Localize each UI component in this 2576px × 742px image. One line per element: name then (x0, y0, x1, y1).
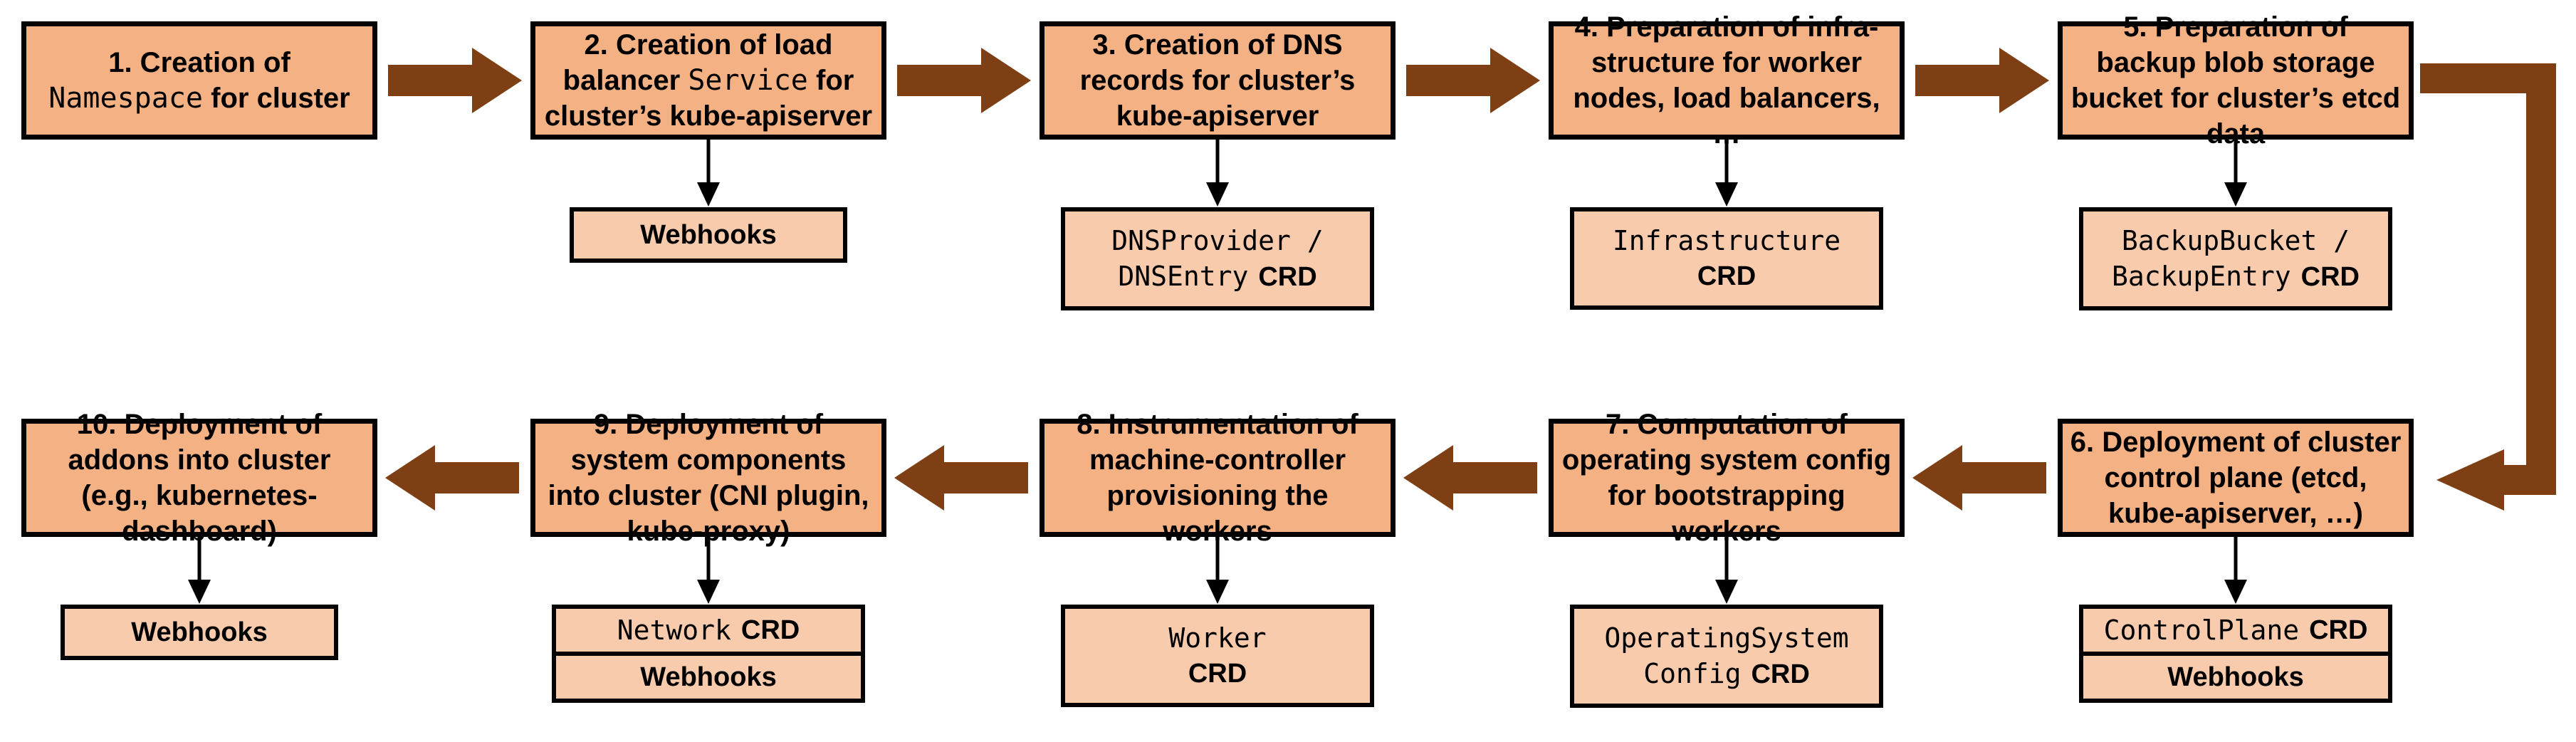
crd-label: CRD (2300, 262, 2360, 293)
step-6-column: 6. Deployment of cluster control plane (… (2058, 419, 2414, 703)
crd-label: CRD (2309, 615, 2368, 645)
down-arrow-icon (1715, 537, 1738, 604)
step-5-label: 5. Preparation of backup blob storage bu… (2070, 9, 2402, 152)
crd-line: Infrastructure (1612, 225, 1841, 256)
step-4-label: 4. Preparation of infra-structure for wo… (1561, 9, 1892, 152)
step-6-crd-box: ControlPlane CRD (2079, 605, 2392, 656)
step-5-text: 5. Preparation of backup blob storage bu… (2070, 11, 2401, 150)
step-10-text: 10. Deployment of addons into cluster (e… (68, 409, 331, 547)
step-3-column: 3. Creation of DNS records for cluster’s… (1040, 21, 1396, 311)
step-3-text: 3. Creation of DNS records for cluster’s… (1079, 29, 1356, 132)
step-8-box: 8. Instrumentation of machine-controller… (1040, 409, 1396, 547)
step-1-box: 1. Creation of Namespace for cluster (21, 21, 377, 140)
step-7-box: 7. Computation of operating system confi… (1549, 409, 1905, 547)
down-arrow-icon (697, 537, 720, 604)
crd-line: BackupEntry CRD (2088, 258, 2384, 295)
crd-label: CRD (1258, 262, 1317, 293)
down-arrow-icon (697, 140, 720, 207)
step-5-column: 5. Preparation of backup blob storage bu… (2058, 11, 2414, 311)
step-5-crd-box: BackupBucket / BackupEntry CRD (2079, 207, 2392, 311)
crd-code-text: BackupEntry (2112, 261, 2291, 293)
webhooks-label: Webhooks (640, 662, 777, 692)
step-6-text: 6. Deployment of cluster control plane (… (2070, 427, 2402, 529)
step-3-box: 3. Creation of DNS records for cluster’s… (1040, 21, 1396, 140)
step-7-text: 7. Computation of operating system confi… (1561, 409, 1892, 547)
down-arrow-icon (2224, 537, 2247, 604)
step-2-text-2: for cluster’s kube-apiserver (544, 65, 873, 132)
crd-line: OperatingSystem (1604, 622, 1849, 654)
step-2-webhooks-box: Webhooks (570, 207, 847, 263)
flow-arrow-1-2-icon (388, 48, 522, 113)
step-2-label: 2. Creation of load balancer Service for… (543, 27, 874, 134)
step-9-label: 9. Deployment of system components into … (543, 407, 874, 549)
down-arrow-icon (2224, 140, 2247, 207)
crd-line: DNSProvider / (1111, 225, 1324, 256)
flow-arrow-4-5-icon (1915, 48, 2049, 113)
step-1-column: 1. Creation of Namespace for cluster (21, 21, 377, 140)
step-4-text: 4. Preparation of infra-structure for wo… (1573, 11, 1880, 150)
down-arrow-icon (188, 537, 211, 604)
step-7-column: 7. Computation of operating system confi… (1549, 409, 1905, 709)
step-9-column: 9. Deployment of system components into … (530, 409, 886, 703)
down-arrow-icon (1206, 537, 1229, 604)
step-6-webhooks-box: Webhooks (2079, 652, 2392, 703)
step-4-box: 4. Preparation of infra-structure for wo… (1549, 11, 1905, 150)
step-8-label: 8. Instrumentation of machine-controller… (1052, 407, 1383, 549)
crd-line: CRD (1069, 656, 1366, 691)
webhooks-label: Webhooks (640, 219, 777, 250)
step-9-text: 9. Deployment of system components into … (548, 409, 869, 547)
step-8-crd-box: Worker CRD (1061, 605, 1374, 708)
step-7-crd-box: OperatingSystem Config CRD (1570, 605, 1883, 709)
step-10-label: 10. Deployment of addons into cluster (e… (33, 407, 365, 549)
step-9-box: 9. Deployment of system components into … (530, 409, 886, 547)
step-9-webhooks-box: Webhooks (552, 652, 865, 703)
crd-label: CRD (1751, 659, 1810, 690)
crd-label: CRD (740, 615, 800, 645)
step-2-code-text: Service (688, 64, 808, 97)
step-4-crd-box: Infrastructure CRD (1570, 207, 1883, 310)
step-3-label: 3. Creation of DNS records for cluster’s… (1052, 27, 1383, 134)
flow-arrow-2-3-icon (897, 48, 1031, 113)
flow-arrow-7-8-icon (1403, 445, 1537, 511)
step-5-box: 5. Preparation of backup blob storage bu… (2058, 11, 2414, 150)
crd-line: DNSEntry CRD (1069, 258, 1366, 295)
flow-arrow-9-10-icon (385, 445, 519, 511)
flow-arrow-6-7-icon (1912, 445, 2046, 511)
flow-arrow-8-9-icon (894, 445, 1028, 511)
crd-line: CRD (1578, 258, 1875, 294)
crd-code-text: ControlPlane (2103, 615, 2300, 646)
step-6-box: 6. Deployment of cluster control plane (… (2058, 419, 2414, 537)
step-10-webhooks-box: Webhooks (61, 605, 338, 660)
step-1-code-text: Namespace (48, 82, 204, 115)
step-10-box: 10. Deployment of addons into cluster (e… (21, 409, 377, 547)
crd-code-text: Config (1643, 658, 1742, 690)
webhooks-label: Webhooks (2167, 662, 2304, 692)
flow-arrow-3-4-icon (1406, 48, 1540, 113)
step-1-text: 1. Creation of (108, 47, 290, 78)
step-8-text: 8. Instrumentation of machine-controller… (1077, 409, 1358, 547)
flow-arrow-5-6-elbow-icon (2420, 63, 2556, 511)
crd-label: CRD (1188, 659, 1247, 689)
crd-code-text: DNSEntry (1118, 261, 1249, 293)
step-6-label: 6. Deployment of cluster control plane (… (2070, 424, 2402, 531)
step-7-label: 7. Computation of operating system confi… (1561, 407, 1892, 549)
down-arrow-icon (1206, 140, 1229, 207)
step-1-text-2: for cluster (203, 83, 350, 114)
webhooks-label: Webhooks (131, 617, 268, 647)
crd-line: Config CRD (1578, 656, 1875, 692)
step-8-column: 8. Instrumentation of machine-controller… (1040, 409, 1396, 708)
crd-code-text: Network (617, 615, 731, 646)
step-2-column: 2. Creation of load balancer Service for… (530, 21, 886, 263)
step-3-crd-box: DNSProvider / DNSEntry CRD (1061, 207, 1374, 311)
step-1-label: 1. Creation of Namespace for cluster (33, 45, 365, 116)
step-4-column: 4. Preparation of infra-structure for wo… (1549, 11, 1905, 310)
step-10-column: 10. Deployment of addons into cluster (e… (21, 409, 377, 660)
crd-label: CRD (1697, 261, 1756, 292)
crd-line: Worker (1168, 622, 1267, 654)
step-9-crd-box: Network CRD (552, 605, 865, 656)
step-2-text: 2. Creation of load balancer (562, 29, 833, 96)
step-2-box: 2. Creation of load balancer Service for… (530, 21, 886, 140)
down-arrow-icon (1715, 140, 1738, 207)
crd-line: BackupBucket / (2121, 225, 2350, 256)
